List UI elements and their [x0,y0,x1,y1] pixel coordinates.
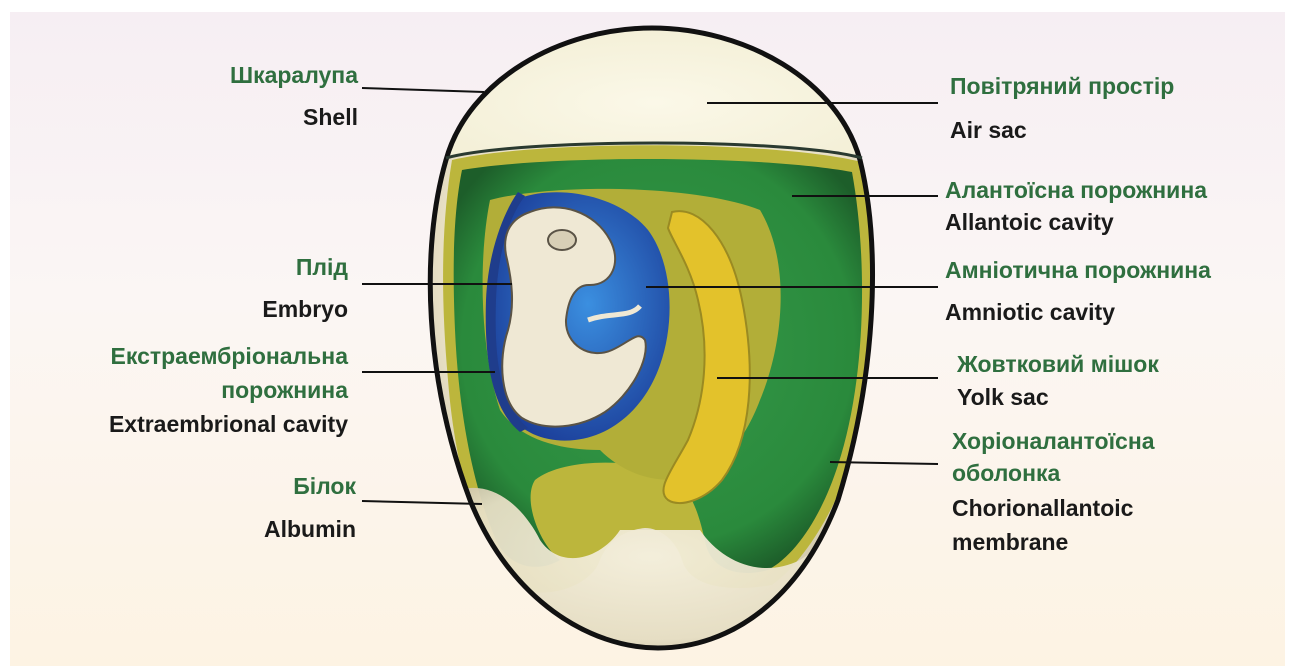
label-chorio-ua1: Хоріоналантоїсна [952,427,1155,455]
label-yolk-en: Yolk sac [957,383,1049,411]
leader-albumin [362,501,482,504]
label-amniotic-en: Amniotic cavity [945,298,1115,326]
label-extraembryonic-en: Extraembrional cavity [109,410,348,438]
label-chorio-en2: membrane [952,528,1068,556]
label-allantoic-ua: Алантоїсна порожнина [945,176,1207,204]
leader-shell [362,88,484,92]
label-chorio-ua2: оболонка [952,459,1060,487]
label-air-sac-en: Air sac [950,116,1027,144]
label-extraembryonic-ua1: Екстраембріональна [111,342,348,370]
label-albumin-ua: Білок [293,472,356,500]
embryo-eye [548,230,576,250]
label-shell-ua: Шкаралупа [230,61,358,89]
label-amniotic-ua: Амніотична порожнина [945,256,1211,284]
label-embryo-ua: Плід [296,253,348,281]
label-allantoic-en: Allantoic cavity [945,208,1114,236]
label-albumin-en: Albumin [264,515,356,543]
label-yolk-ua: Жовтковий мішок [957,350,1159,378]
label-chorio-en1: Chorionallantoic [952,494,1133,522]
label-air-sac-ua: Повітряний простір [950,72,1174,100]
label-embryo-en: Embryo [262,295,348,323]
label-shell-en: Shell [303,103,358,131]
label-extraembryonic-ua2: порожнина [221,376,348,404]
